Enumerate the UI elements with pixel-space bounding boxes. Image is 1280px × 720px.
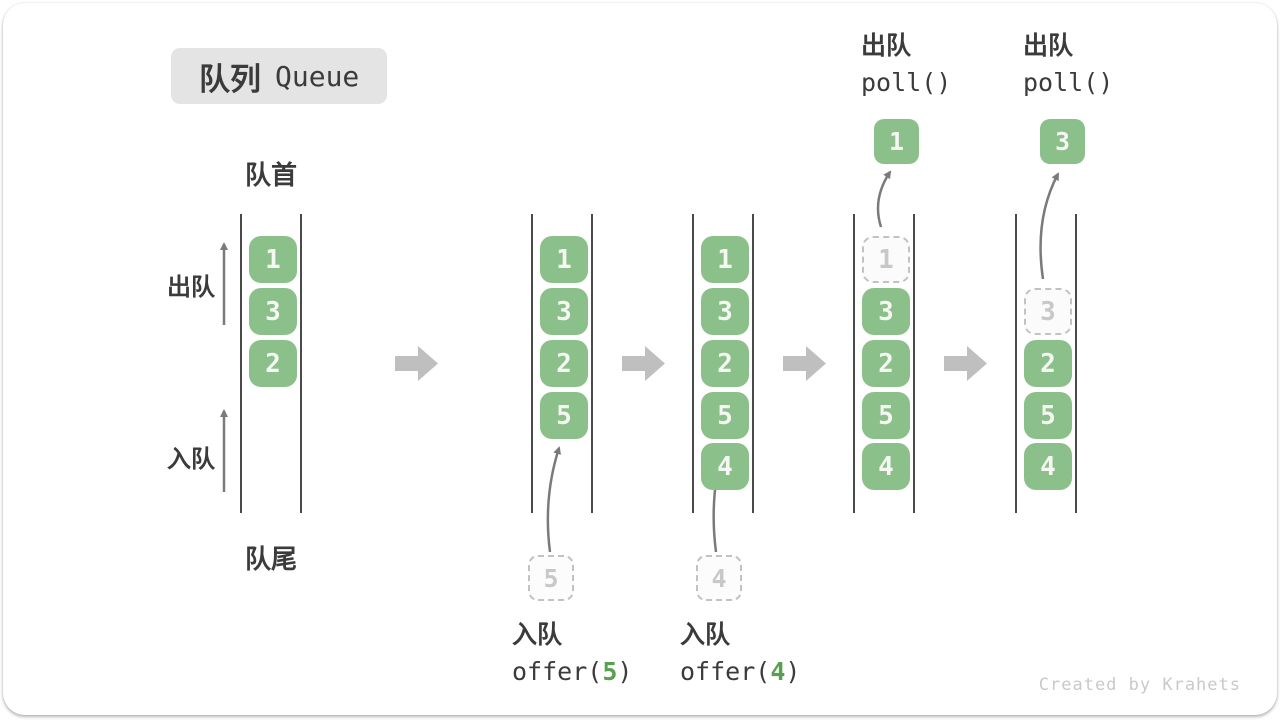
title-badge: 队列 Queue bbox=[171, 48, 388, 104]
popped-box-3: 3 bbox=[1040, 119, 1085, 164]
queue-cell: 2 bbox=[862, 340, 910, 387]
dequeue-op-poll-3: 出队 poll() bbox=[1023, 31, 1113, 98]
code-arg: 5 bbox=[602, 657, 618, 686]
queue-cell: 1 bbox=[701, 236, 749, 283]
enqueue-direction-label: 入队 bbox=[167, 445, 215, 473]
code-arg: 4 bbox=[770, 657, 786, 686]
cell-value: 1 bbox=[556, 244, 572, 275]
code-suffix: ) bbox=[617, 657, 633, 686]
enqueue-op-label: 入队 bbox=[680, 620, 731, 649]
enqueue-op-code: offer(4) bbox=[680, 657, 800, 687]
code-suffix: ) bbox=[785, 657, 801, 686]
title-en: Queue bbox=[275, 59, 360, 93]
state-transition-arrow-icon-4 bbox=[944, 346, 987, 381]
queue-cell: 4 bbox=[1024, 443, 1072, 490]
enqueue-op-offer-5: 入队 offer(5) bbox=[512, 620, 632, 687]
dequeue-op-code: poll() bbox=[1023, 68, 1114, 97]
code-prefix: offer( bbox=[680, 657, 771, 686]
queue-cell: 3 bbox=[249, 288, 297, 335]
cell-value: 2 bbox=[878, 348, 894, 379]
queue-cell: 2 bbox=[540, 340, 588, 387]
staging-box-4: 4 bbox=[696, 555, 742, 601]
staging-box-5: 5 bbox=[528, 555, 574, 601]
title-zh: 队列 bbox=[199, 61, 261, 98]
cell-value: 1 bbox=[265, 244, 281, 275]
cell-value: 3 bbox=[878, 296, 894, 327]
queue-cell: 4 bbox=[701, 443, 749, 490]
cell-value: 5 bbox=[717, 400, 733, 431]
enqueue-op-label: 入队 bbox=[512, 620, 563, 649]
state-transition-arrow-icon-2 bbox=[622, 346, 665, 381]
state-transition-arrow-icon-3 bbox=[783, 346, 826, 381]
queue-cell: 3 bbox=[540, 288, 588, 335]
enqueue-op-code: offer(5) bbox=[512, 657, 632, 687]
queue-cell: 3 bbox=[862, 288, 910, 335]
cell-value: 3 bbox=[265, 296, 281, 327]
dequeue-op-label: 出队 bbox=[861, 31, 912, 60]
queue-cell: 5 bbox=[862, 392, 910, 439]
cell-value: 2 bbox=[1040, 348, 1056, 379]
cell-value: 2 bbox=[265, 348, 281, 379]
queue-cell: 5 bbox=[1024, 392, 1072, 439]
queue-front-label: 队首 bbox=[244, 161, 297, 191]
cell-value: 5 bbox=[556, 400, 572, 431]
cell-value: 4 bbox=[717, 451, 733, 482]
enqueue-op-offer-4: 入队 offer(4) bbox=[680, 620, 800, 687]
popped-value: 1 bbox=[888, 127, 905, 156]
cell-value: 3 bbox=[556, 296, 572, 327]
queue-diagram-card: 队列 Queue 队首 队尾 出队 入队 1 3 2 bbox=[3, 3, 1277, 715]
queue-cell: 1 bbox=[540, 236, 588, 283]
dequeue-op-code: poll() bbox=[861, 68, 952, 97]
staging-value: 5 bbox=[543, 563, 559, 593]
arrows-overlay bbox=[220, 170, 1060, 553]
queue-cell-removed: 1 bbox=[862, 236, 910, 283]
cell-value: 3 bbox=[1040, 296, 1056, 327]
queue-cell: 2 bbox=[1024, 340, 1072, 387]
cell-value: 4 bbox=[878, 451, 894, 482]
cell-value: 4 bbox=[1040, 451, 1056, 482]
queue-cell: 5 bbox=[701, 392, 749, 439]
queue-state-2: 1 3 2 5 bbox=[531, 214, 593, 513]
queue-cell: 2 bbox=[249, 340, 297, 387]
cell-value: 5 bbox=[878, 400, 894, 431]
queue-cell: 4 bbox=[862, 443, 910, 490]
code-prefix: offer( bbox=[512, 657, 603, 686]
watermark-credit: Created by Krahets bbox=[1038, 675, 1241, 695]
cell-value: 2 bbox=[717, 348, 733, 379]
queue-cell-removed: 3 bbox=[1024, 288, 1072, 335]
popped-box-1: 1 bbox=[874, 119, 919, 164]
queue-rear-label: 队尾 bbox=[244, 545, 297, 575]
dequeue-op-label: 出队 bbox=[1023, 31, 1074, 60]
staging-value: 4 bbox=[711, 563, 727, 593]
queue-state-4: 1 3 2 5 4 bbox=[853, 214, 915, 513]
cell-value: 5 bbox=[1040, 400, 1056, 431]
cell-value: 1 bbox=[878, 244, 894, 275]
cell-value: 2 bbox=[556, 348, 572, 379]
queue-state-5: 3 2 5 4 bbox=[1015, 214, 1077, 513]
dequeue-direction-label: 出队 bbox=[167, 273, 215, 301]
queue-cell: 5 bbox=[540, 392, 588, 439]
dequeue-op-poll-1: 出队 poll() bbox=[861, 31, 951, 98]
queue-state-3: 1 3 2 5 4 bbox=[692, 214, 754, 513]
queue-state-1: 1 3 2 bbox=[240, 214, 302, 513]
queue-cell: 1 bbox=[249, 236, 297, 283]
queue-cell: 3 bbox=[701, 288, 749, 335]
queue-cell: 2 bbox=[701, 340, 749, 387]
cell-value: 1 bbox=[717, 244, 733, 275]
state-transition-arrow-icon-1 bbox=[395, 346, 438, 381]
cell-value: 3 bbox=[717, 296, 733, 327]
popped-value: 3 bbox=[1054, 127, 1071, 156]
